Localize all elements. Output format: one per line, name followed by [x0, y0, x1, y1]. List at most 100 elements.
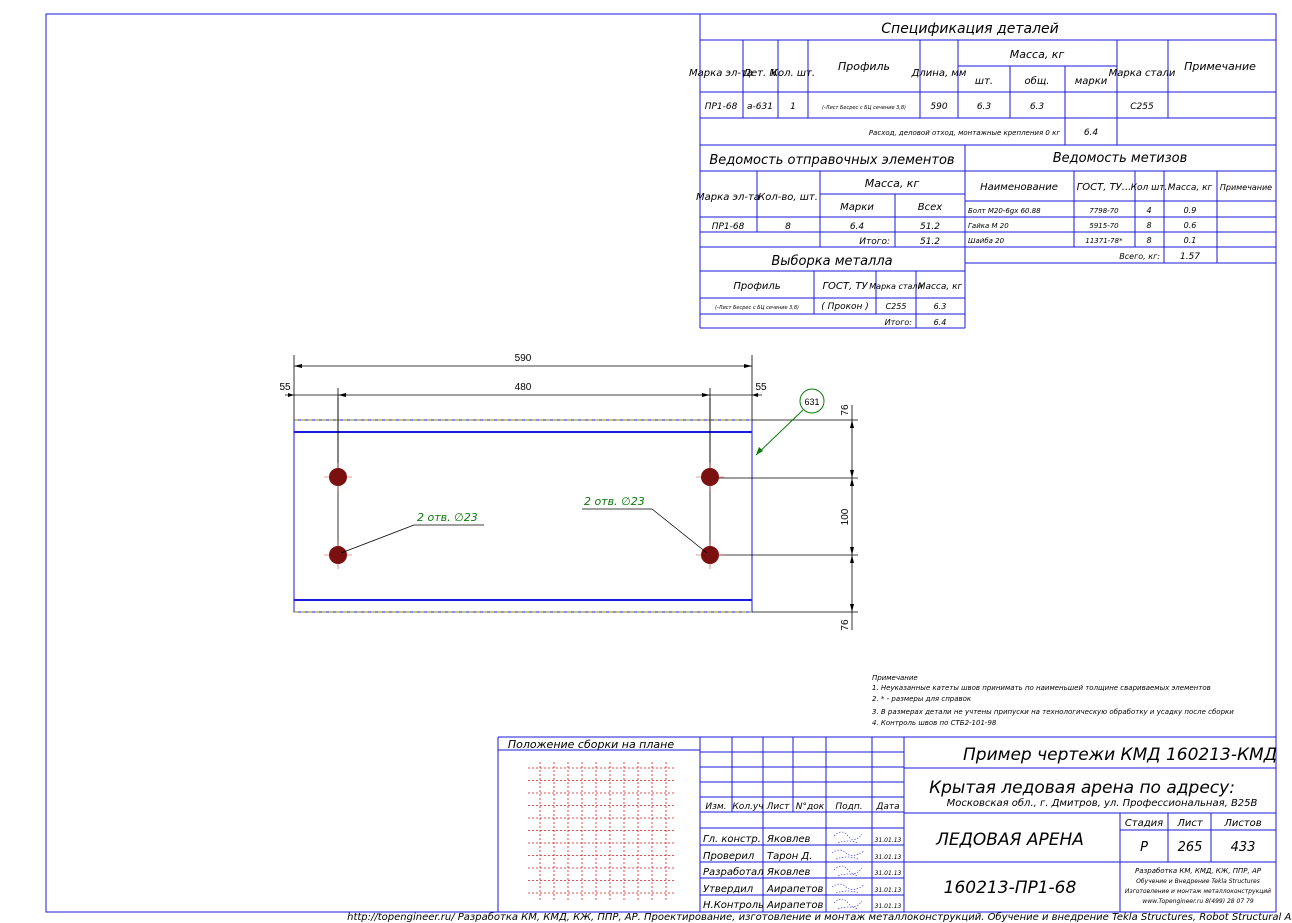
hardware-total-label: Всего, кг:: [1119, 252, 1160, 261]
dim-mid: 480: [515, 382, 532, 393]
rev-header: Изм.: [705, 802, 726, 812]
rev-header: Дата: [875, 802, 899, 812]
company-line: www.Topengineer.ru 8(499) 28 07 79: [1142, 898, 1254, 905]
shipping-row-mark: ПР1-68: [712, 222, 745, 232]
staff-role: Проверил: [703, 851, 755, 862]
metal-total-value: 6.4: [934, 318, 947, 327]
hardware-row-name: Шайба 20: [968, 237, 1005, 245]
shipping-h-qty: Кол-во, шт.: [758, 192, 818, 203]
hardware-row-qty: 8: [1146, 236, 1151, 245]
spec-row-length: 590: [930, 102, 947, 112]
rev-header: Кол.уч: [732, 802, 763, 812]
shipping-row-mass-all: 51.2: [920, 222, 940, 232]
spec-row-steel: С255: [1130, 102, 1154, 112]
section-name: ЛЕДОВАЯ АРЕНА: [935, 830, 1084, 850]
hole-leaders: [340, 508, 708, 554]
stage-label: Стадия: [1125, 818, 1163, 829]
hardware-row-gost: 5915-70: [1089, 222, 1119, 230]
staff-rows: Гл. констр. Яковлев 31.01.13 Проверил Та…: [703, 834, 902, 911]
metal-row-gost: ( Прокон ): [821, 302, 869, 312]
sheets-label: Листов: [1223, 818, 1261, 829]
spec-h-mark: Марка эл-та: [689, 68, 753, 79]
spec-h-length: Длина, мм: [911, 68, 967, 79]
shipping-total-label: Итого:: [859, 237, 890, 247]
metal-h-steel: Марка стали: [869, 282, 922, 291]
shipping-table-grid: [699, 145, 1276, 328]
metal-h-mass: Масса, кг: [918, 282, 963, 292]
hardware-row-qty: 4: [1146, 206, 1151, 215]
part-tag-circle: [799, 388, 825, 414]
note-item: 2. * - размеры для справок: [872, 695, 972, 703]
signature-marks: [831, 831, 865, 910]
hardware-h-mass: Масса, кг: [1168, 183, 1213, 193]
metal-title: Выборка металла: [771, 254, 892, 269]
sheet-label: Лист: [1176, 818, 1204, 829]
staff-role: Н.Контроль: [703, 900, 764, 911]
spec-h-qty: Кол. шт.: [771, 68, 815, 79]
spec-h-mass-total: общ.: [1025, 75, 1050, 87]
staff-name: Тарон Д.: [767, 851, 812, 862]
plan-position-grid: [528, 762, 676, 902]
shipping-row-qty: 8: [785, 222, 791, 232]
staff-name: Яковлев: [766, 834, 811, 845]
spec-row-det: а-631: [747, 102, 773, 112]
spec-h-profile: Профиль: [838, 60, 890, 73]
hardware-row-mass: 0.6: [1184, 221, 1197, 230]
staff-role: Разработал: [703, 866, 764, 878]
shipping-h-mark: Марка эл-та: [696, 192, 760, 203]
rev-header: Подп.: [835, 802, 862, 812]
spec-table-grid: [699, 14, 1276, 146]
spec-title: Спецификация деталей: [881, 21, 1058, 37]
hardware-h-qty: Кол шт.: [1131, 183, 1168, 193]
hardware-row-name: Болт М20-6gх 60.88: [968, 207, 1041, 215]
holes: [324, 463, 724, 569]
staff-date: 31.01.13: [875, 837, 902, 844]
hardware-row-gost: 7798-70: [1089, 207, 1119, 215]
part-tag-label: 631: [804, 397, 819, 407]
dim-bottom: 76: [840, 619, 851, 631]
bolt-hole: [701, 546, 719, 564]
metal-table-grid: [699, 247, 965, 329]
hardware-h-note: Примечание: [1220, 183, 1272, 192]
hardware-title: Ведомость метизов: [1053, 151, 1188, 166]
company-line: Разработка КМ, КМД, КЖ, ППР, АР: [1135, 867, 1262, 875]
dimension-ticks: [288, 364, 854, 612]
bolt-hole: [329, 546, 347, 564]
staff-role: Гл. констр.: [703, 834, 761, 845]
plate-outline: [293, 419, 753, 613]
titleblock-grid: [497, 736, 1276, 912]
staff-role: Утвердил: [703, 884, 754, 895]
hardware-h-name: Наименование: [980, 182, 1058, 193]
metal-row-profile: (-Лист Бесрес с БЦ сечение 3,8): [715, 305, 799, 311]
metal-total-label: Итого:: [885, 318, 913, 327]
spec-h-mass-mark: марки: [1075, 76, 1108, 87]
dimension-lines: [285, 355, 858, 630]
shipping-h-mass: Масса, кг: [865, 177, 920, 190]
hardware-h-gost: ГОСТ, ТУ...: [1077, 182, 1132, 193]
hardware-row-mass: 0.9: [1184, 206, 1197, 215]
company-line: Изготовление и монтаж металлоконструкций: [1125, 888, 1271, 895]
sheet-frame: [45, 13, 1277, 913]
staff-date: 31.01.13: [875, 887, 902, 894]
doc-title: Пример чертежи КМД 160213-КМД: [963, 745, 1277, 765]
staff-date: 31.01.13: [875, 854, 902, 861]
spec-h-det: Дет. N: [742, 68, 777, 79]
staff-name: Аирапетов: [766, 884, 823, 895]
hardware-row-gost: 11371-78*: [1085, 237, 1123, 245]
hardware-table-grid: [965, 171, 1276, 264]
bolt-hole: [329, 468, 347, 486]
sheets-value: 433: [1231, 840, 1256, 855]
shipping-title: Ведомость отправочных элементов: [709, 153, 954, 168]
dim-vmid: 100: [840, 508, 851, 525]
hardware-row-qty: 8: [1146, 221, 1151, 230]
spec-misc-value: 6.4: [1084, 128, 1099, 138]
hole-callout-left: 2 отв. ∅23: [417, 511, 478, 524]
spec-row-mark: ПР1-68: [705, 102, 738, 112]
staff-date: 31.01.13: [875, 903, 902, 910]
hardware-total-value: 1.57: [1180, 252, 1200, 262]
spec-h-note: Примечание: [1184, 60, 1256, 73]
spec-h-mass-pc: шт.: [975, 76, 993, 87]
part-tag-leader: [755, 409, 804, 456]
spec-h-steel: Марка стали: [1109, 68, 1176, 79]
